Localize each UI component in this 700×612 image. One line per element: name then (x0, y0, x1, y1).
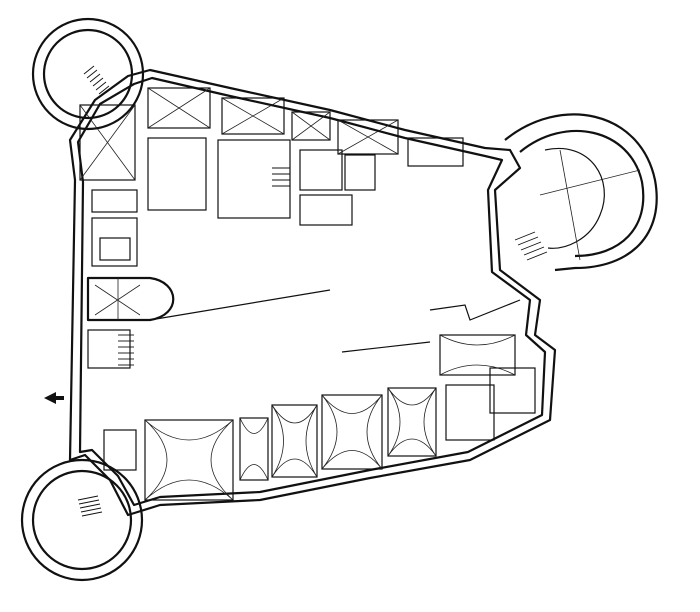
courtyard-wall-line (149, 289, 331, 321)
west-range (79, 104, 175, 369)
staircase-icon (83, 65, 110, 95)
tower-east (504, 113, 658, 272)
south-range (103, 334, 536, 501)
staircase-icon (514, 231, 548, 261)
courtyard-wall-line (341, 341, 431, 353)
north-range (147, 87, 464, 226)
courtyard-wall-line (429, 299, 521, 321)
chapel (86, 276, 175, 322)
outer-curtain-wall (68, 68, 557, 517)
staircase-icon (118, 334, 134, 366)
staircase-icon (77, 495, 103, 517)
tower-northwest (31, 17, 145, 131)
tower-southwest (20, 458, 144, 582)
entrance-arrow-icon (44, 392, 64, 404)
staircase-icon (272, 167, 290, 187)
